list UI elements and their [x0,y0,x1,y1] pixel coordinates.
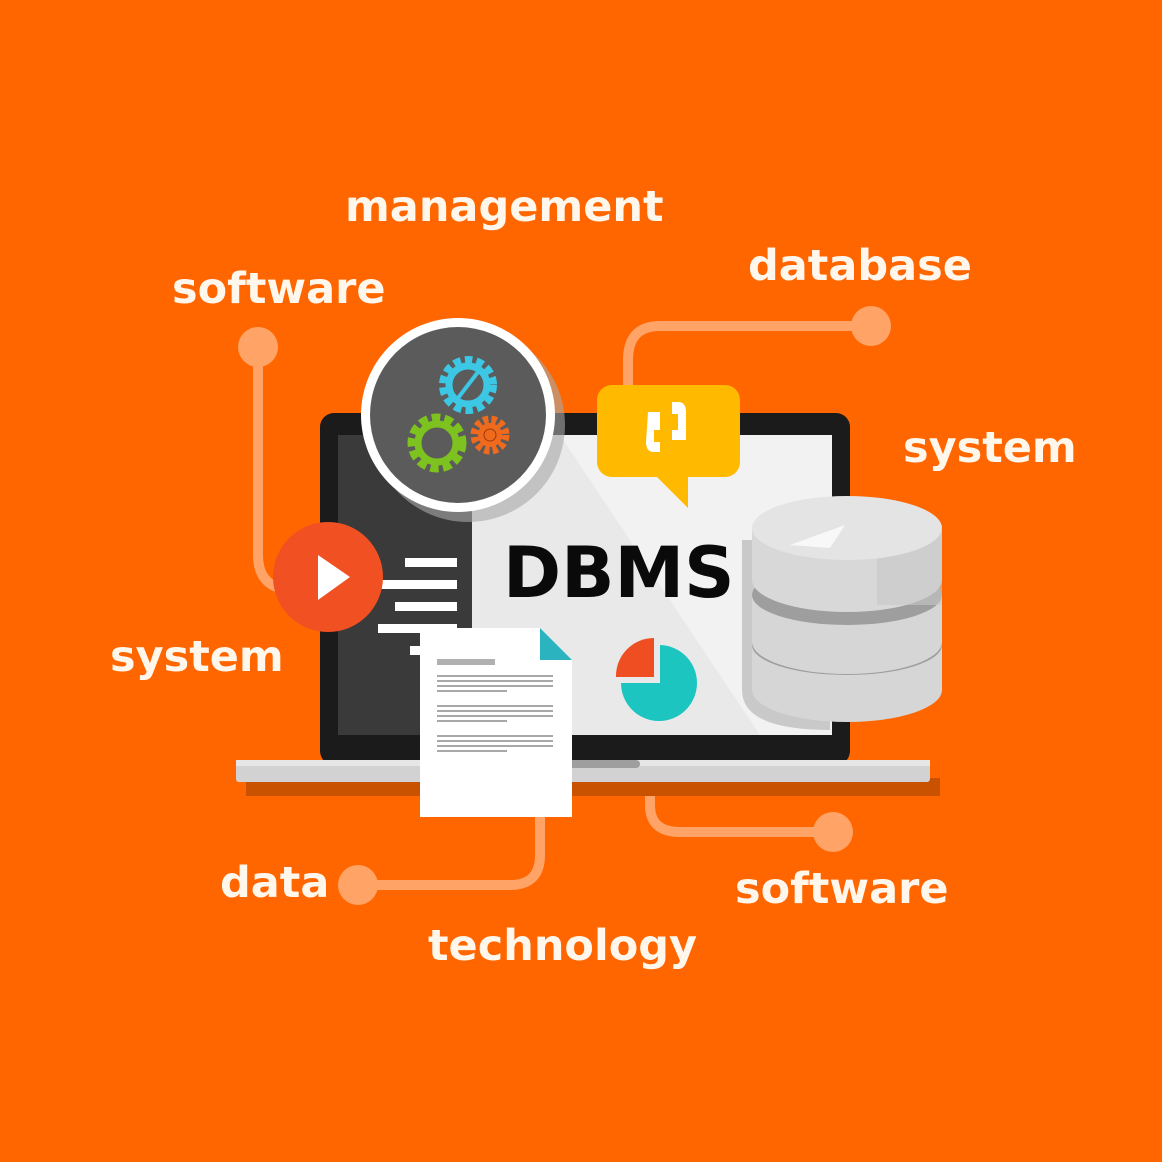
document-icon [420,628,572,817]
label-management: management [345,182,664,232]
label-software-bottom: software [735,864,949,914]
label-system-left: system [110,632,284,682]
label-technology: technology [428,921,698,971]
pie-chart-icon [615,638,697,721]
play-icon [273,522,383,632]
database-icon [742,496,942,730]
gears-icon [361,318,565,522]
label-system-right: system [903,423,1077,473]
phone-chat-bubble-icon [597,385,740,508]
label-database: database [748,241,972,291]
label-data: data [220,858,330,908]
label-software-top: software [172,264,386,314]
connector-dots [238,306,891,905]
screen-title: DBMS [503,532,735,614]
